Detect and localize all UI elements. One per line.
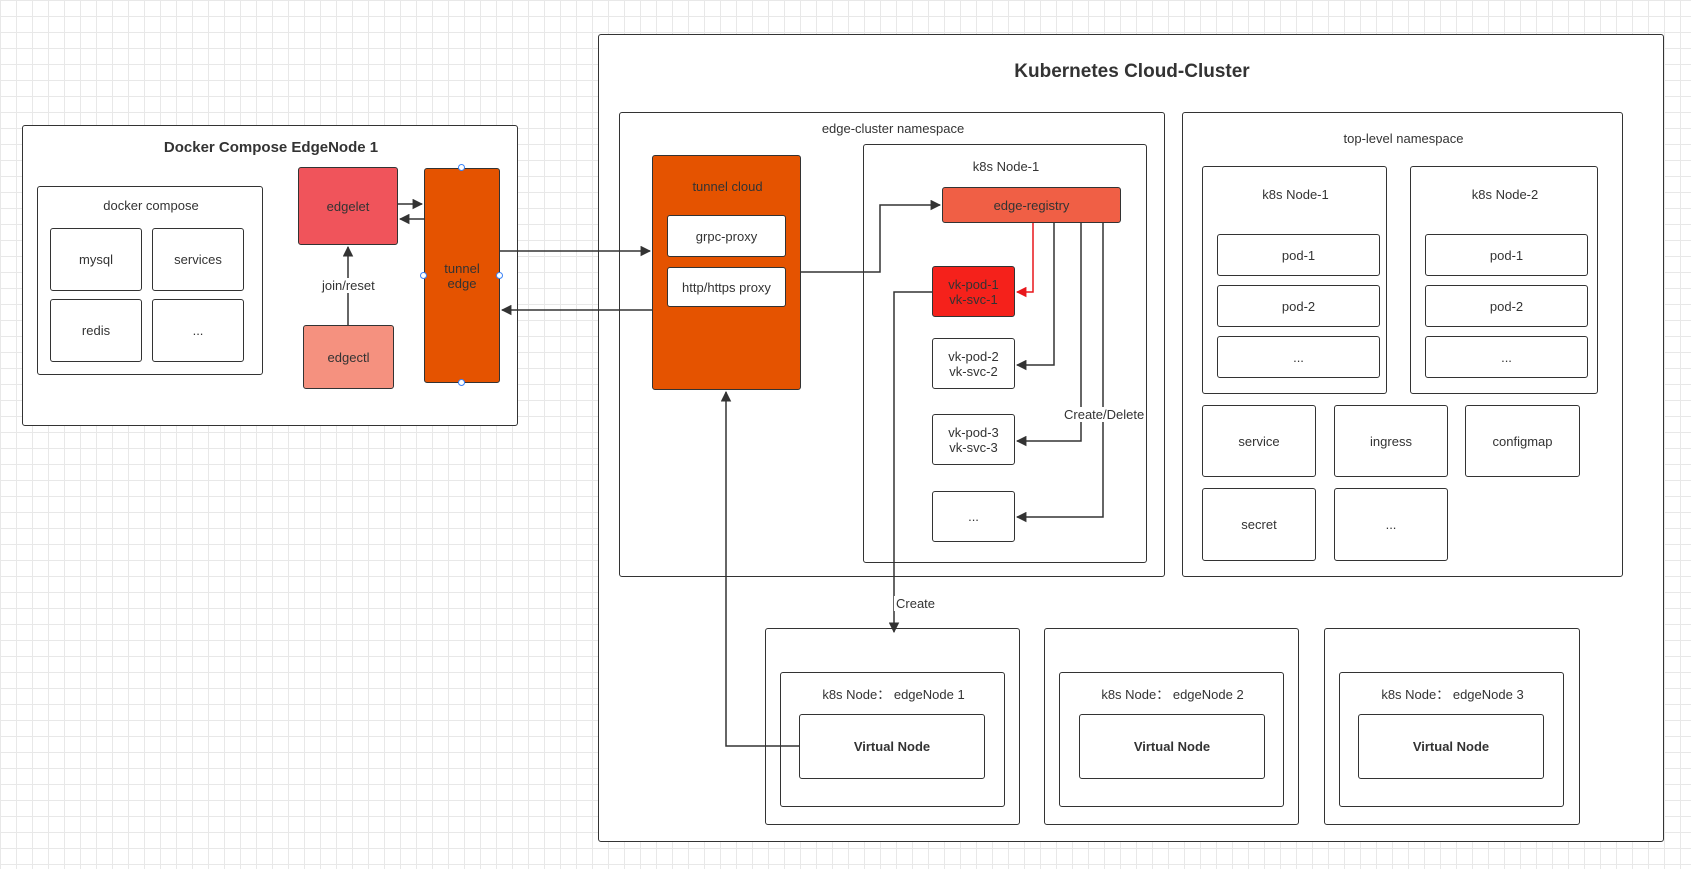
k8s-node-1-title: k8s Node-1 (972, 159, 1040, 174)
top-node-2-pod-ellipsis: ... (1425, 336, 1588, 378)
edge-namespace-title: edge-cluster namespace (821, 121, 965, 136)
resource-configmap: configmap (1465, 405, 1580, 477)
vk-pod-ellipsis-box: ... (932, 491, 1015, 542)
vk-pod-1-box: vk-pod-1 vk-svc-1 (932, 266, 1015, 317)
cloud-cluster-title: Kubernetes Cloud-Cluster (1014, 61, 1250, 82)
tunnel-cloud-title: tunnel cloud (692, 179, 763, 194)
edgelet-box: edgelet (298, 167, 398, 245)
virtual-node-3: Virtual Node (1358, 714, 1544, 779)
selection-handle[interactable] (458, 164, 465, 171)
selection-handle[interactable] (496, 272, 503, 279)
virtual-node-2: Virtual Node (1079, 714, 1265, 779)
edge-registry-box: edge-registry (942, 187, 1121, 223)
virtual-node-1: Virtual Node (799, 714, 985, 779)
http-proxy-box: http/https proxy (667, 267, 786, 307)
top-node-1-pod-ellipsis: ... (1217, 336, 1380, 378)
service-mysql: mysql (50, 228, 142, 291)
resource-service: service (1202, 405, 1316, 477)
edgectl-box: edgectl (303, 325, 394, 389)
top-node-2-title: k8s Node-2 (1471, 187, 1539, 202)
top-node-2-pod-1: pod-1 (1425, 234, 1588, 276)
top-node-1-pod-1: pod-1 (1217, 234, 1380, 276)
edge-node-title: Docker Compose EdgeNode 1 (163, 139, 379, 156)
tunnel-edge-box: tunnel edge (424, 168, 500, 383)
edge-node-2-title: k8s Node： edgeNode 2 (1101, 687, 1244, 702)
join-reset-label: join/reset (320, 278, 377, 293)
resource-secret: secret (1202, 488, 1316, 561)
selection-handle[interactable] (458, 379, 465, 386)
resource-ingress: ingress (1334, 405, 1448, 477)
create-label: Create (894, 596, 938, 611)
service-redis: redis (50, 299, 142, 362)
create-delete-label: Create/Delete (1062, 407, 1147, 422)
grpc-proxy-box: grpc-proxy (667, 215, 786, 257)
service-services: services (152, 228, 244, 291)
top-node-2-pod-2: pod-2 (1425, 285, 1588, 327)
top-node-1-pod-2: pod-2 (1217, 285, 1380, 327)
top-node-1-title: k8s Node-1 (1262, 187, 1329, 202)
resource-ellipsis: ... (1334, 488, 1448, 561)
docker-compose-title: docker compose (103, 198, 199, 213)
top-namespace-title: top-level namespace (1343, 131, 1464, 146)
edge-node-3-title: k8s Node： edgeNode 3 (1381, 687, 1524, 702)
vk-pod-2-box: vk-pod-2 vk-svc-2 (932, 338, 1015, 389)
selection-handle[interactable] (420, 272, 427, 279)
service-ellipsis: ... (152, 299, 244, 362)
edge-node-1-title: k8s Node： edgeNode 1 (822, 687, 965, 702)
vk-pod-3-box: vk-pod-3 vk-svc-3 (932, 414, 1015, 465)
